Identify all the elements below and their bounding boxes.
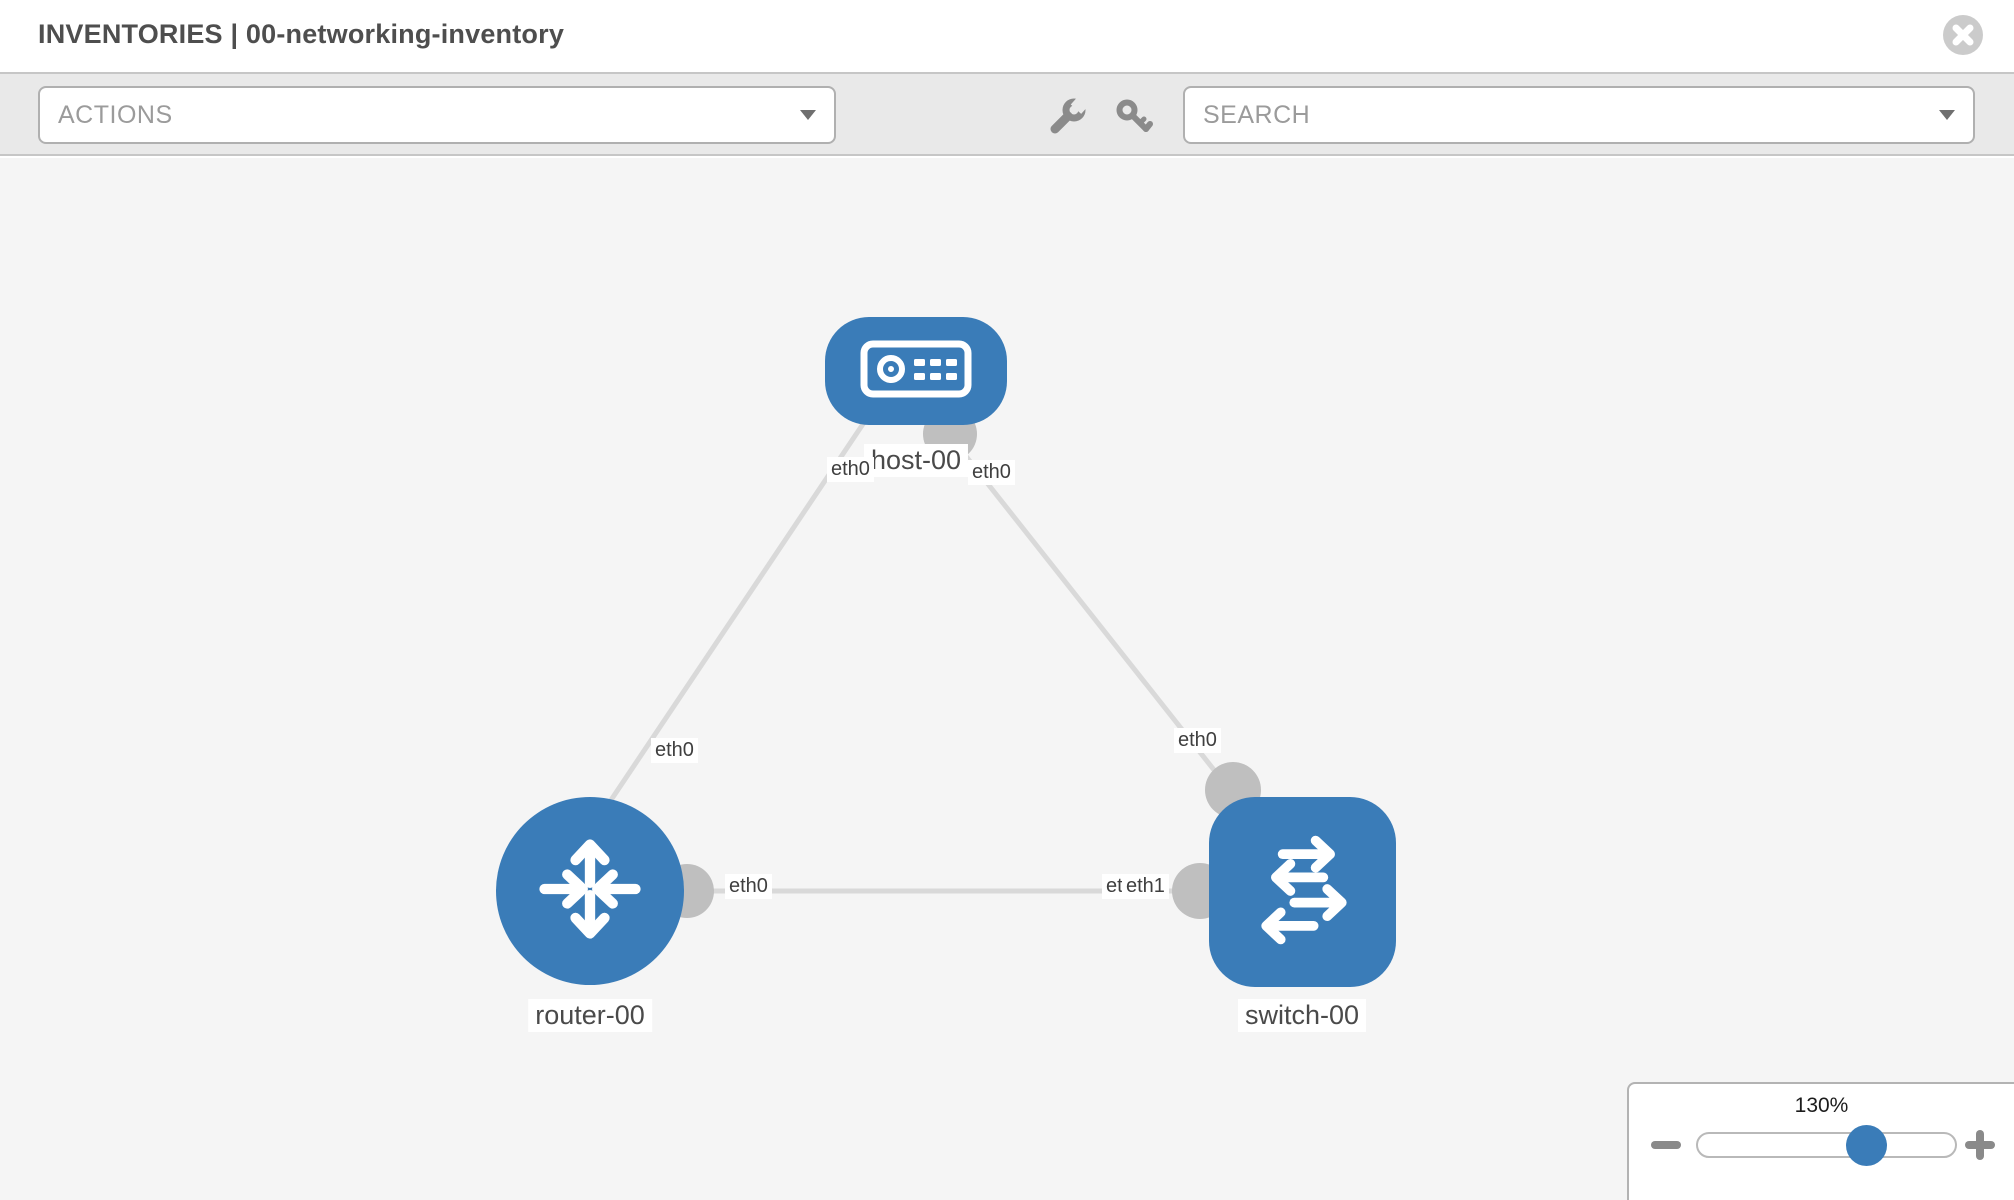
zoom-percent-label: 130% bbox=[1794, 1094, 1849, 1117]
node-router-00[interactable] bbox=[496, 797, 684, 985]
port-label-host-eth0-left: eth0 bbox=[827, 457, 874, 482]
zoom-slider-thumb[interactable] bbox=[1846, 1125, 1887, 1166]
node-label-host-00: host-00 bbox=[863, 444, 969, 477]
node-switch-00[interactable] bbox=[1209, 797, 1396, 987]
actions-dropdown-label: ACTIONS bbox=[58, 100, 173, 129]
search-dropdown[interactable]: SEARCH bbox=[1183, 86, 1975, 144]
port-label-horizontal-eth0: eth0 bbox=[725, 874, 772, 899]
plus-icon bbox=[1961, 1130, 1999, 1167]
port-label-router-link-eth0: eth0 bbox=[651, 738, 698, 763]
host-device-icon bbox=[854, 335, 978, 408]
port-label-host-eth0-right: eth0 bbox=[968, 460, 1015, 485]
node-host-00[interactable] bbox=[825, 317, 1007, 425]
link-host-router[interactable] bbox=[602, 419, 868, 811]
search-dropdown-label: SEARCH bbox=[1203, 100, 1311, 129]
credentials-button[interactable] bbox=[1113, 96, 1157, 140]
zoom-control-panel: 130% bbox=[1627, 1082, 2014, 1200]
port-label-overlap-front-eth1: eth1 bbox=[1122, 874, 1169, 899]
zoom-slider-track[interactable] bbox=[1696, 1125, 1957, 1166]
router-device-icon bbox=[528, 827, 652, 956]
chevron-down-icon bbox=[1939, 110, 1955, 120]
chevron-down-icon bbox=[800, 110, 816, 120]
zoom-out-button[interactable] bbox=[1647, 1126, 1685, 1164]
port-label-switch-link-eth0: eth0 bbox=[1174, 728, 1221, 753]
actions-dropdown[interactable]: ACTIONS bbox=[38, 86, 836, 144]
close-icon bbox=[1942, 15, 1984, 59]
zoom-in-button[interactable] bbox=[1961, 1126, 1999, 1164]
page-title: INVENTORIES | 00-networking-inventory bbox=[38, 19, 565, 49]
node-label-router-00: router-00 bbox=[528, 999, 652, 1032]
minus-icon bbox=[1647, 1141, 1685, 1167]
toolbar: ACTIONS SEARC bbox=[0, 72, 2014, 156]
topology-canvas[interactable]: host-00 router-00 switch-00 eth0 eth0 et… bbox=[0, 158, 2014, 1200]
header: INVENTORIES | 00-networking-inventory bbox=[0, 0, 2014, 72]
node-label-switch-00: switch-00 bbox=[1237, 999, 1367, 1032]
configure-button[interactable] bbox=[1044, 95, 1090, 143]
wrench-icon bbox=[1044, 95, 1090, 143]
key-icon bbox=[1113, 99, 1157, 143]
close-button[interactable] bbox=[1942, 14, 1984, 56]
switch-device-icon bbox=[1240, 827, 1366, 958]
